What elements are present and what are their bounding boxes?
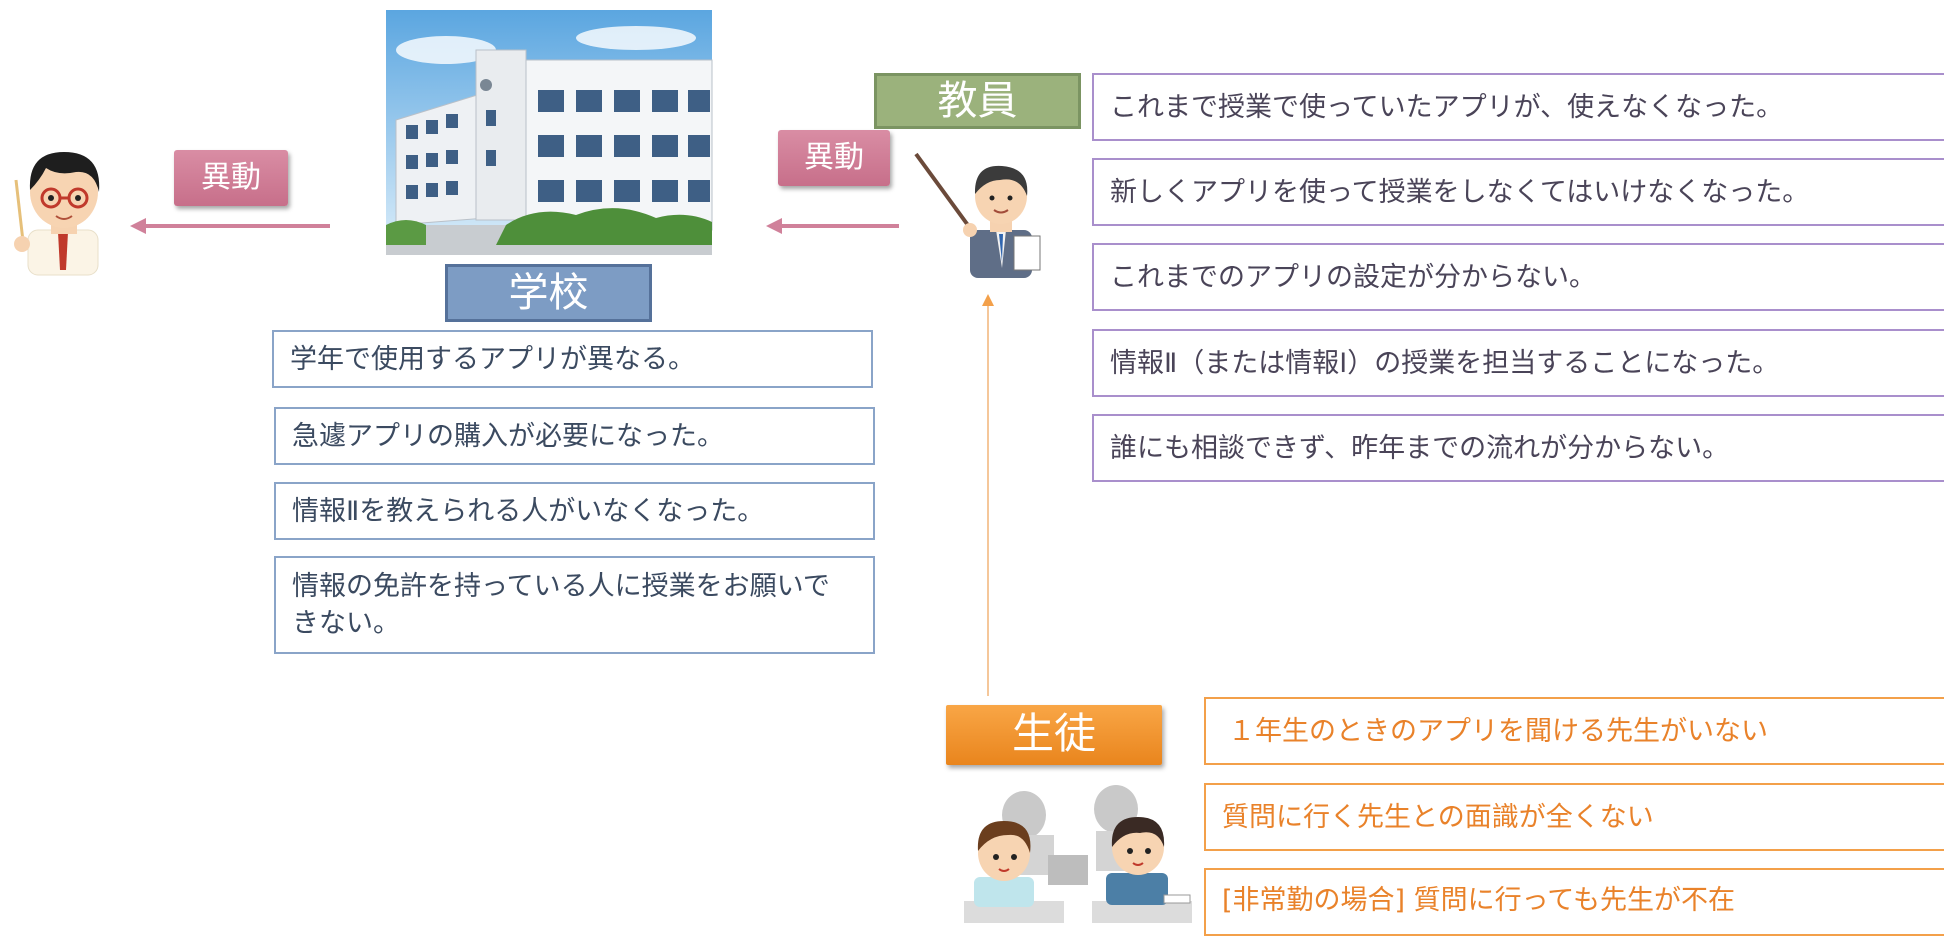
teacher-issue-1: これまで授業で使っていたアプリが、使えなくなった。 bbox=[1092, 73, 1944, 141]
arrow-left-2 bbox=[766, 218, 899, 234]
school-issue-4: 情報の免許を持っている人に授業をお願いできない。 bbox=[274, 556, 875, 654]
school-issue-text: 情報Ⅱを教えられる人がいなくなった。 bbox=[292, 495, 765, 527]
teacher-issue-3: これまでのアプリの設定が分からない。 bbox=[1092, 243, 1944, 311]
teacher-issue-4: 情報Ⅱ（または情報Ⅰ）の授業を担当することになった。 bbox=[1092, 329, 1944, 397]
teacher-label: 教員 bbox=[874, 73, 1081, 129]
arrow-left-1 bbox=[130, 218, 330, 234]
teacher-issue-text: これまで授業で使っていたアプリが、使えなくなった。 bbox=[1110, 91, 1784, 123]
student-issue-text: １年生のときのアプリを聞ける先生がいない bbox=[1228, 715, 1768, 747]
teacher-issue-5: 誰にも相談できず、昨年までの流れが分からない。 bbox=[1092, 414, 1944, 482]
school-issue-2: 急遽アプリの購入が必要になった。 bbox=[274, 407, 875, 465]
teacher-issue-text: 誰にも相談できず、昨年までの流れが分からない。 bbox=[1110, 432, 1730, 464]
school-issue-3: 情報Ⅱを教えられる人がいなくなった。 bbox=[274, 482, 875, 540]
teacher-pointer-illustration bbox=[914, 152, 1041, 278]
teacher-issue-text: 情報Ⅱ（または情報Ⅰ）の授業を担当することになった。 bbox=[1110, 347, 1780, 379]
left-teacher-illustration bbox=[14, 152, 100, 276]
school-label: 学校 bbox=[445, 264, 652, 322]
student-issue-text: [非常勤の場合] 質問に行っても先生が不在 bbox=[1222, 885, 1735, 916]
student-issue-3: [非常勤の場合] 質問に行っても先生が不在 bbox=[1204, 868, 1944, 936]
students-illustration bbox=[964, 785, 1192, 923]
student-issue-text: 質問に行く先生との面識が全くない bbox=[1222, 801, 1654, 833]
school-issue-1: 学年で使用するアプリが異なる。 bbox=[272, 330, 873, 388]
arrow-up bbox=[982, 294, 994, 696]
move-label-left: 異動 bbox=[174, 150, 288, 206]
student-issue-1: １年生のときのアプリを聞ける先生がいない bbox=[1204, 697, 1944, 765]
school-issue-text: 急遽アプリの購入が必要になった。 bbox=[292, 420, 724, 452]
teacher-issue-text: 新しくアプリを使って授業をしなくてはいけなくなった。 bbox=[1110, 176, 1810, 208]
school-issue-text: 情報の免許を持っている人に授業をお願いできない。 bbox=[292, 571, 830, 639]
student-label: 生徒 bbox=[946, 705, 1162, 765]
teacher-issue-text: これまでのアプリの設定が分からない。 bbox=[1110, 261, 1596, 293]
student-issue-2: 質問に行く先生との面識が全くない bbox=[1204, 783, 1944, 851]
school-building-illustration bbox=[386, 10, 713, 255]
teacher-issue-2: 新しくアプリを使って授業をしなくてはいけなくなった。 bbox=[1092, 158, 1944, 226]
school-issue-text: 学年で使用するアプリが異なる。 bbox=[290, 343, 695, 375]
move-label-right: 異動 bbox=[778, 130, 890, 186]
